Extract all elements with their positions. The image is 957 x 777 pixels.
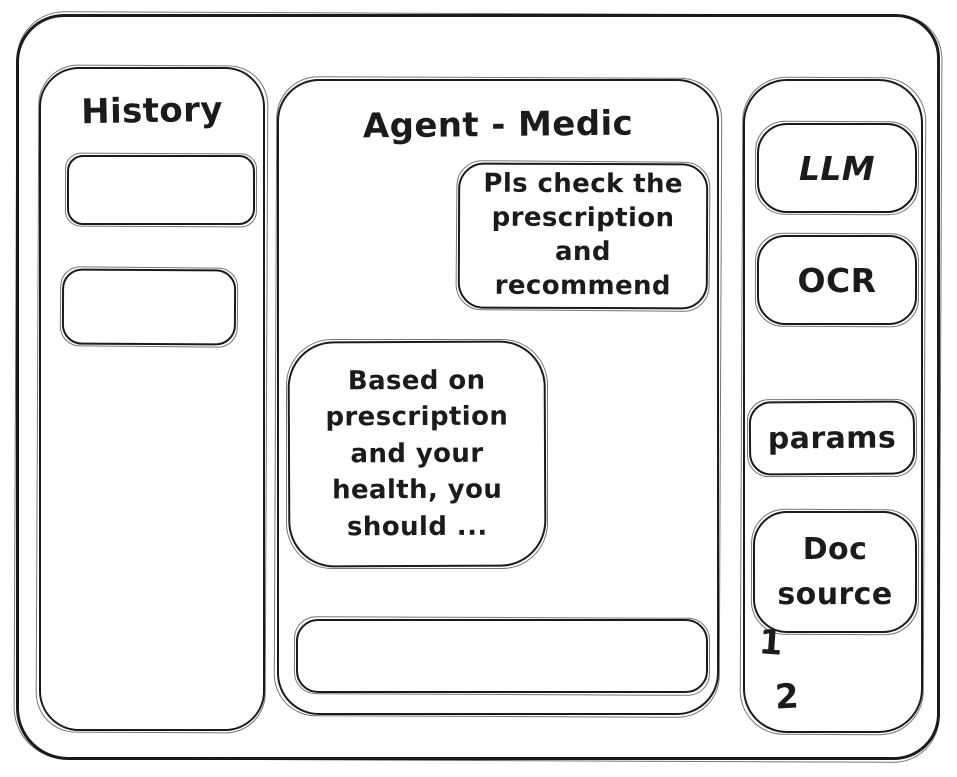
- agent-message-text: Based on prescription and your health, y…: [325, 365, 509, 542]
- message-input-box[interactable]: [296, 619, 708, 693]
- doc-source-item-1: 1: [757, 622, 785, 664]
- user-message-bubble: Pls check the prescription and recommend: [457, 162, 709, 310]
- history-item-2[interactable]: [61, 268, 237, 346]
- llm-button[interactable]: LLM: [757, 123, 917, 213]
- history-panel: History: [39, 67, 265, 731]
- ocr-button[interactable]: OCR: [757, 235, 917, 325]
- doc-source-button[interactable]: Doc source: [753, 511, 917, 633]
- history-item-1[interactable]: [67, 155, 255, 225]
- doc-source-item-2: 2: [773, 676, 801, 718]
- agent-message-bubble: Based on prescription and your health, y…: [287, 340, 547, 568]
- message-input[interactable]: [298, 621, 706, 691]
- tools-panel: LLM OCR params Doc source 1 2: [743, 79, 923, 733]
- app-window-frame: History Agent - Medic Pls check the pres…: [16, 14, 940, 760]
- chat-panel: Agent - Medic Pls check the prescription…: [277, 79, 719, 715]
- chat-title: Agent - Medic: [362, 103, 634, 147]
- user-message-text: Pls check the prescription and recommend: [483, 169, 684, 302]
- history-title: History: [80, 89, 224, 133]
- params-button[interactable]: params: [748, 400, 916, 476]
